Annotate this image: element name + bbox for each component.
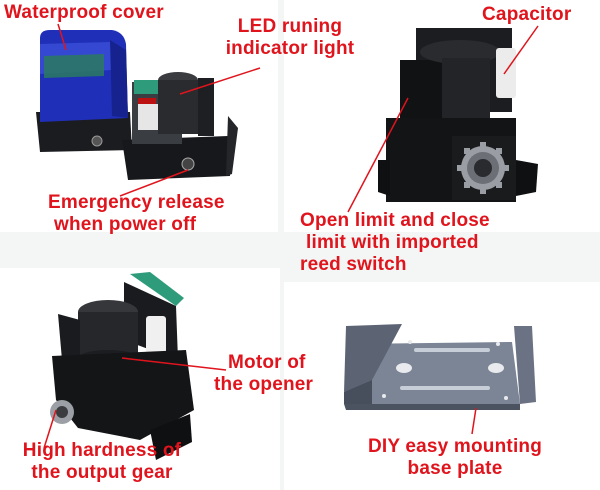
label-limit-line2: limit with imported <box>306 232 479 253</box>
label-limit-switch: Open limit and close limit with imported… <box>300 210 490 276</box>
label-plate-line2: base plate <box>407 458 503 479</box>
label-capacitor: Capacitor <box>482 4 572 25</box>
label-motor-line1: Motor of <box>228 352 306 373</box>
leader-line-capacitor <box>503 25 539 75</box>
leader-line-gear <box>43 409 57 449</box>
label-motor-line2: the opener <box>214 374 314 395</box>
label-emergency-line1: Emergency release <box>48 192 225 213</box>
label-limit-line1: Open limit and close <box>300 210 490 231</box>
label-limit-line3: reed switch <box>300 254 407 275</box>
label-emergency-line2: when power off <box>54 214 197 235</box>
leader-line-limit <box>347 97 409 213</box>
leader-line-waterproof <box>57 23 67 51</box>
label-gear-line1: High hardness of <box>22 440 182 461</box>
leader-line-emergency <box>119 169 189 197</box>
label-waterproof-cover: Waterproof cover <box>4 2 164 23</box>
base-plate-image <box>344 324 536 410</box>
leader-line-base-plate <box>471 407 477 435</box>
label-led-line2: indicator light <box>225 38 355 59</box>
label-plate-line1: DIY easy mounting <box>367 436 543 457</box>
label-gear-line2: the output gear <box>31 462 173 483</box>
leader-line-motor <box>121 357 227 371</box>
label-emergency-release: Emergency release when power off <box>48 192 225 236</box>
label-base-plate: DIY easy mounting base plate <box>350 436 560 480</box>
label-output-gear: High hardness of the output gear <box>4 440 200 484</box>
label-led-line1: LED runing <box>237 16 343 37</box>
covered-opener-image <box>36 30 132 152</box>
opened-opener-image <box>122 72 238 180</box>
label-led-indicator: LED runing indicator light <box>210 16 370 60</box>
front-view-opener-image <box>378 28 538 202</box>
angled-opener-image <box>50 272 194 460</box>
label-motor: Motor of the opener <box>214 352 313 396</box>
leader-line-led <box>179 67 261 95</box>
